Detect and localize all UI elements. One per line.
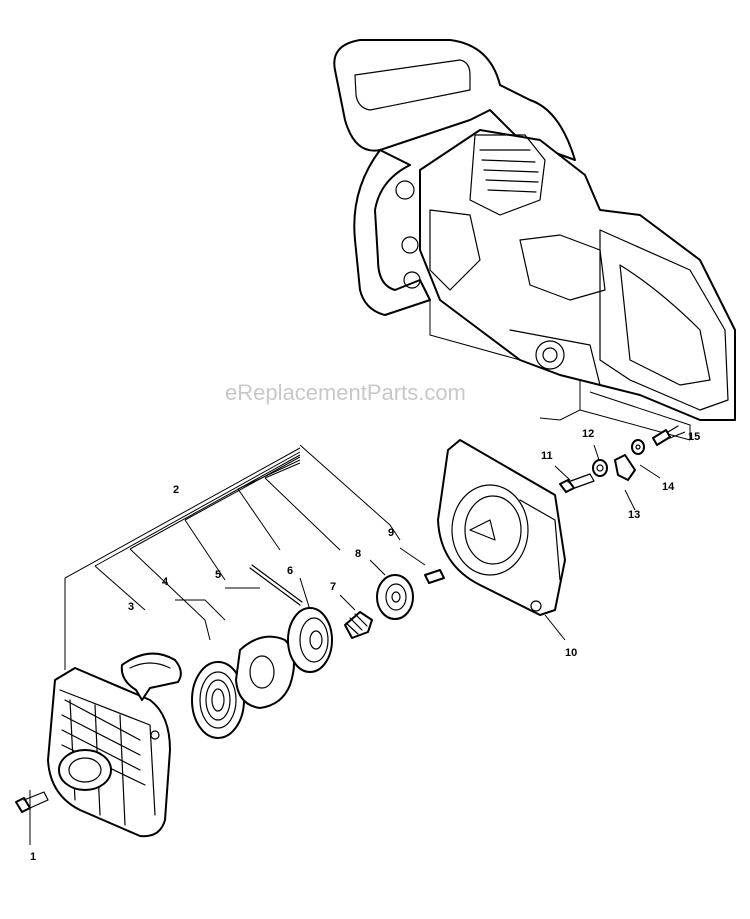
callout-11: 11 (541, 450, 553, 462)
part-9-pin (424, 569, 445, 584)
part-3-starter-grip (120, 652, 182, 701)
callout-7: 7 (330, 581, 336, 593)
callout-6: 6 (287, 565, 293, 577)
part-5-spring-cover (235, 635, 295, 709)
callout-5: 5 (215, 569, 221, 581)
callout-8: 8 (355, 548, 361, 560)
chainsaw-body (333, 39, 736, 441)
part-11-bolt (559, 473, 595, 493)
callout-13: 13 (628, 509, 640, 521)
part-10-fan-housing (437, 439, 566, 616)
callout-10: 10 (565, 647, 577, 659)
callout-12: 12 (582, 428, 594, 440)
part-2-starter-housing (47, 667, 171, 838)
callout-2: 2 (173, 484, 179, 496)
part-8-pawl-carrier (376, 574, 414, 620)
part-7-small-spring (344, 611, 373, 639)
part-14-small-washer (631, 439, 645, 455)
callout-1: 1 (30, 851, 36, 863)
callout-leaders (29, 431, 686, 845)
callout-14: 14 (662, 481, 675, 493)
part-6-rope-pulley (249, 564, 333, 673)
part-1-screw (15, 791, 49, 813)
callout-3: 3 (128, 601, 134, 613)
callout-4: 4 (162, 576, 169, 588)
watermark-text: eReplacementParts.com (225, 380, 466, 405)
part-13-clip (614, 454, 636, 481)
part-12-washer (592, 459, 608, 477)
part-15-spring-pin (652, 425, 679, 446)
callout-15: 15 (688, 431, 700, 443)
callout-9: 9 (388, 527, 394, 539)
